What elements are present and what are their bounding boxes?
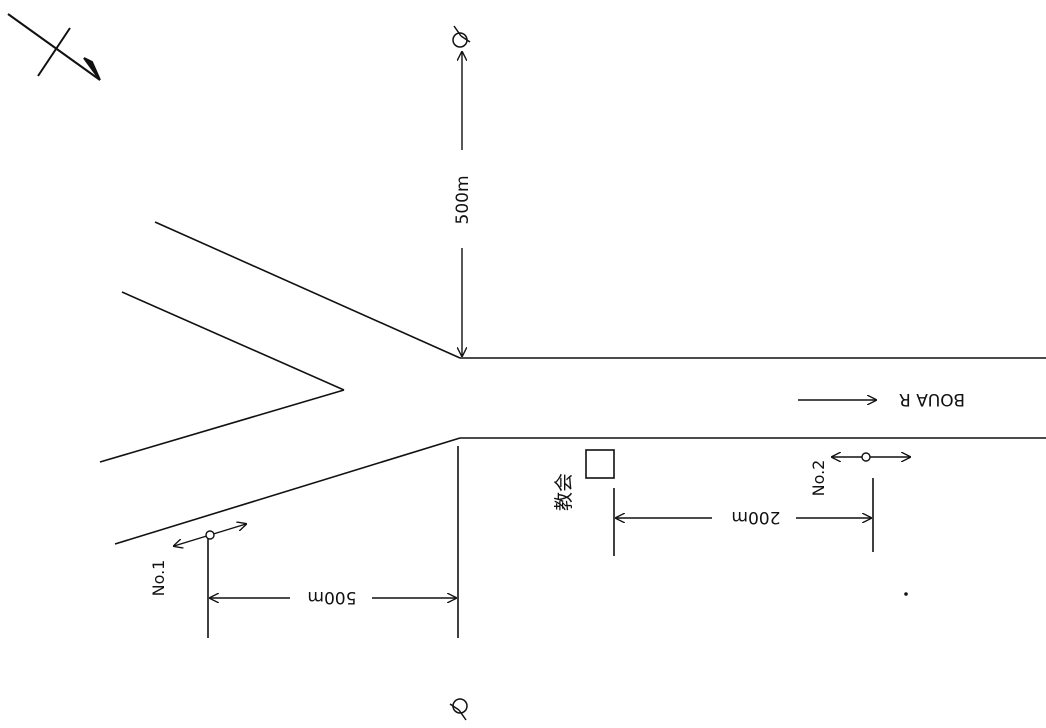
bottom-left-distance-label: 500m xyxy=(307,587,356,607)
road-edge-lower-fork xyxy=(114,437,461,545)
bottom-mid-distance-label: 200m xyxy=(731,507,780,527)
road-name-label: BOUA R xyxy=(899,389,965,409)
well-symbol-icon xyxy=(449,698,468,721)
road-median-upper xyxy=(121,291,345,391)
reference-lines xyxy=(207,446,874,638)
site-2-marker xyxy=(832,453,910,461)
church-label: 教会 xyxy=(553,473,575,511)
top-distance-label: 500m xyxy=(453,175,473,224)
road-median-lower xyxy=(99,389,345,463)
site-1-marker xyxy=(174,524,246,546)
stray-dot xyxy=(904,592,908,596)
site-1-label: No.1 xyxy=(149,560,168,597)
well-symbol-icon xyxy=(452,25,471,48)
church-building xyxy=(585,449,615,479)
north-arrow-icon xyxy=(7,13,101,81)
site-2-label: No.2 xyxy=(809,460,828,497)
road-edge-upper-fork xyxy=(154,221,461,359)
